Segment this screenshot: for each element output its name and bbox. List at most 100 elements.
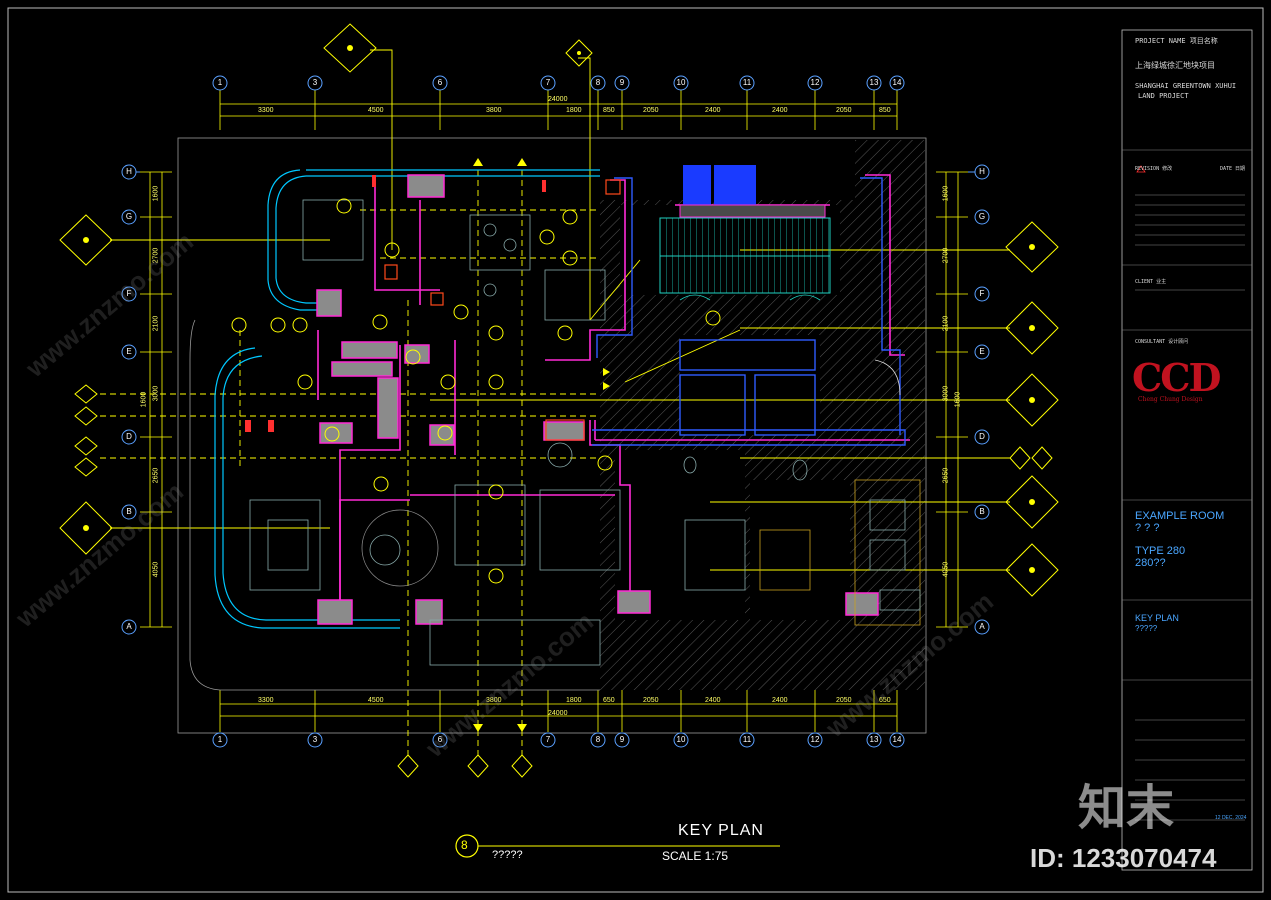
grid-label-left-E: E xyxy=(126,347,132,356)
grid-label-left-B: B xyxy=(126,507,132,516)
type-line-2: 280?? xyxy=(1135,557,1166,569)
drawing-scale: SCALE 1:75 xyxy=(662,849,729,863)
dim-bottom-9: 2050 xyxy=(836,697,852,704)
grid-label-top-1: 1 xyxy=(217,78,223,87)
grid-label-right-E: E xyxy=(979,347,985,356)
dim-top-1: 3300 xyxy=(258,107,274,114)
sheet-title-1: KEY PLAN xyxy=(1135,613,1179,623)
grid-label-bottom-7: 7 xyxy=(545,735,551,744)
grid-label-left-D: D xyxy=(126,432,132,441)
client-label: CLIENT 业主 xyxy=(1135,279,1167,285)
grid-label-bottom-14: 14 xyxy=(892,735,902,744)
dim-bottom-2: 4500 xyxy=(368,697,384,704)
dim-top-6: 2050 xyxy=(643,107,659,114)
grid-label-top-14: 14 xyxy=(892,78,902,87)
grid-label-right-F: F xyxy=(979,289,985,298)
dim-left-6: 4050 xyxy=(152,561,160,578)
dim-bottom-6: 2050 xyxy=(643,697,659,704)
grid-label-top-12: 12 xyxy=(810,78,820,87)
grid-label-right-D: D xyxy=(979,432,985,441)
dim-left-sub: 1600 xyxy=(140,391,148,408)
grid-label-bottom-13: 13 xyxy=(869,735,879,744)
project-name-en-1: SHANGHAI GREENTOWN XUHUI xyxy=(1135,82,1237,90)
grid-label-right-H: H xyxy=(979,167,985,176)
grid-label-left-F: F xyxy=(126,289,132,298)
exterior-walls xyxy=(214,169,600,629)
dim-top-9: 2050 xyxy=(836,107,852,114)
dim-top-8: 2400 xyxy=(772,107,788,114)
dim-left-1: 1600 xyxy=(152,185,160,202)
plan-frame xyxy=(177,137,927,734)
grid-label-bottom-1: 1 xyxy=(217,735,223,744)
dim-bottom-8: 2400 xyxy=(772,697,788,704)
room-name-line-2: ? ? ? xyxy=(1135,522,1160,534)
furniture xyxy=(249,199,921,666)
date-label: DATE 日期 xyxy=(1220,166,1246,172)
dim-left-5: 2650 xyxy=(152,467,160,484)
grid-label-top-6: 6 xyxy=(437,78,443,87)
grid-label-bottom-6: 6 xyxy=(437,735,443,744)
grid-label-top-9: 9 xyxy=(619,78,625,87)
dim-right-5: 2650 xyxy=(942,467,950,484)
grid-label-bottom-10: 10 xyxy=(676,735,686,744)
grid-label-top-3: 3 xyxy=(312,78,318,87)
section-markers xyxy=(59,23,1059,778)
room-name-line-1: EXAMPLE ROOM xyxy=(1135,510,1225,522)
dim-left-3: 2100 xyxy=(152,315,160,332)
project-name-cn: 上海绿城徐汇地块项目 xyxy=(1135,61,1215,70)
dim-top-3: 3800 xyxy=(486,107,502,114)
revision-label: REVISION 修改 xyxy=(1135,166,1173,172)
grid-label-bottom-12: 12 xyxy=(810,735,820,744)
grid-label-top-11: 11 xyxy=(742,78,752,87)
dim-bottom-overall: 24000 xyxy=(548,710,568,717)
grid-label-bottom-9: 9 xyxy=(619,735,625,744)
sheet-border xyxy=(7,7,1264,893)
grid-label-right-G: G xyxy=(978,212,986,221)
dim-right-2: 2700 xyxy=(942,247,950,264)
type-line-1: TYPE 280 xyxy=(1135,545,1186,557)
dim-left-4: 3000 xyxy=(152,385,160,402)
dim-top-7: 2400 xyxy=(705,107,721,114)
drawing-title: KEY PLAN xyxy=(678,822,764,839)
watermark-brand: 知末 xyxy=(1078,780,1175,836)
dim-bottom-3: 3800 xyxy=(486,697,502,704)
columns xyxy=(316,174,879,625)
date-value: 12 DEC. 2024 xyxy=(1215,815,1247,821)
grid-label-bottom-11: 11 xyxy=(742,735,752,744)
drawing-number: 8 xyxy=(461,838,468,852)
grid-label-top-13: 13 xyxy=(869,78,879,87)
grid-label-top-8: 8 xyxy=(595,78,601,87)
dim-top-10: 850 xyxy=(879,107,891,114)
grid-label-top-10: 10 xyxy=(676,78,686,87)
grid-label-bottom-8: 8 xyxy=(595,735,601,744)
grid-label-left-G: G xyxy=(125,212,133,221)
dim-right-4: 3000 xyxy=(942,385,950,402)
grid-label-right-B: B xyxy=(979,507,985,516)
dim-bottom-7: 2400 xyxy=(705,697,721,704)
sheet-title-2: ????? xyxy=(1135,624,1158,633)
grid-label-left-H: H xyxy=(126,167,132,176)
dim-top-overall: 24000 xyxy=(548,96,568,103)
dim-right-1: 1600 xyxy=(942,185,950,202)
grid-label-right-A: A xyxy=(979,622,985,631)
dim-bottom-10: 650 xyxy=(879,697,891,704)
interior-walls xyxy=(317,174,910,620)
grid-bubbles xyxy=(121,75,990,748)
dim-right-3: 2100 xyxy=(942,315,950,332)
grid-label-bottom-3: 3 xyxy=(312,735,318,744)
dim-right-sub: 1600 xyxy=(954,391,962,408)
drawing-subtitle: ????? xyxy=(492,849,523,861)
dim-bottom-4: 1800 xyxy=(566,697,582,704)
watermark-id: ID: 1233070474 xyxy=(1030,843,1217,873)
dim-top-5: 850 xyxy=(603,107,615,114)
consultant-label: CONSULTANT 设计顾问 xyxy=(1135,339,1189,345)
project-name-en-2: LAND PROJECT xyxy=(1138,92,1189,100)
dim-bottom-5: 650 xyxy=(603,697,615,704)
project-name-label: PROJECT NAME 项目名称 xyxy=(1135,37,1218,45)
grid-label-left-A: A xyxy=(126,622,132,631)
grid-label-top-7: 7 xyxy=(545,78,551,87)
dim-top-2: 4500 xyxy=(368,107,384,114)
grid-lines xyxy=(140,90,968,732)
ccd-logo-sub: Cheng Chung Design xyxy=(1138,396,1203,403)
